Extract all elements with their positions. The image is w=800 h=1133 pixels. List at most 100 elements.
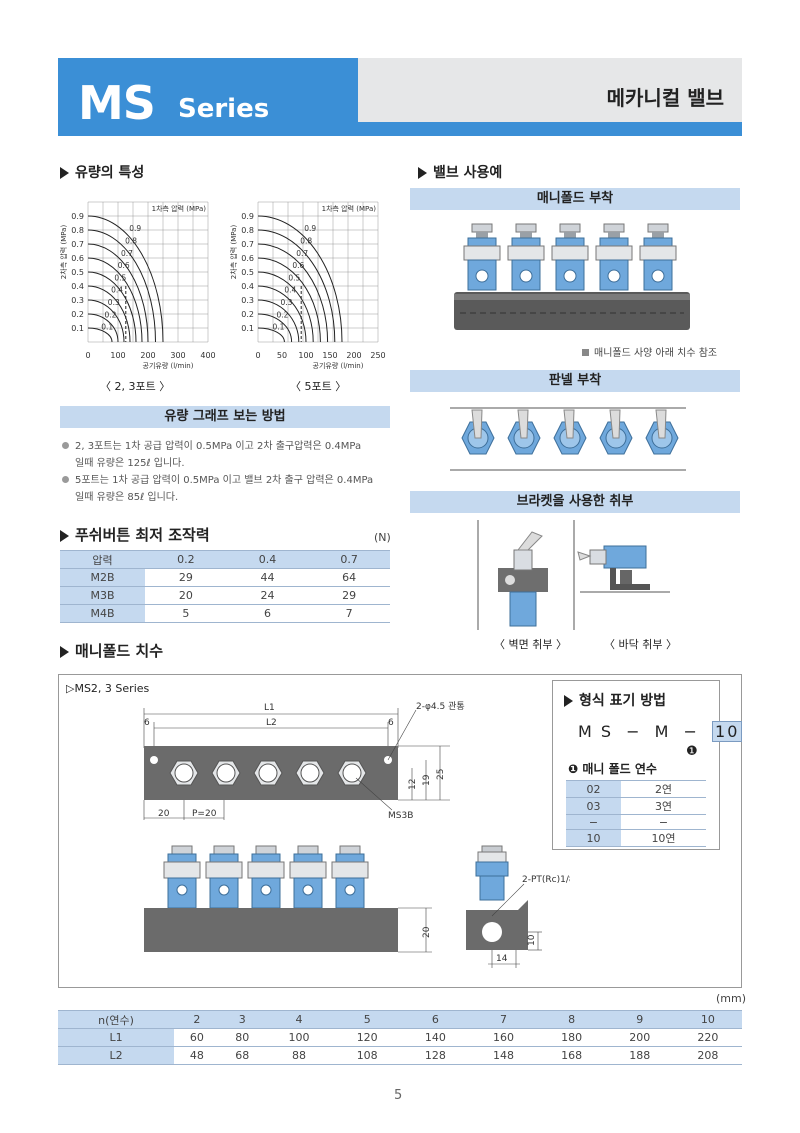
- series-label: 0.6: [118, 261, 130, 270]
- order-title: 형식 표기 방법: [564, 690, 666, 710]
- page-title: 메카니컬 밸브: [606, 86, 724, 110]
- flow-chart-1: 0.90.80.70.60.50.40.30.20.10.90.80.70.60…: [59, 201, 216, 370]
- end-view-drawing: 2-PT(Rc)1/8 10 14: [466, 845, 570, 968]
- dim-six-left: 6: [144, 718, 150, 728]
- series-curve: [87, 243, 149, 343]
- table-cell: 7: [308, 604, 390, 623]
- table-row: M3B 20 24 29: [60, 586, 390, 605]
- dims-section-title: 매니폴드 치수: [60, 640, 163, 661]
- side-valve-figure: [331, 845, 369, 909]
- y-tick-label: 0.8: [71, 226, 84, 235]
- table-cell: 10: [673, 1010, 742, 1029]
- table-cell: 80: [219, 1028, 265, 1047]
- valve-figure: [463, 223, 501, 291]
- dim-19: 19: [422, 774, 432, 786]
- series-curve: [87, 285, 131, 343]
- table-cell: 02: [566, 780, 621, 798]
- x-tick-label: 200: [346, 351, 361, 360]
- triangle-icon: [60, 167, 69, 179]
- dim-20b: 20: [422, 926, 432, 938]
- series-curve: [257, 313, 293, 343]
- table-cell: 2: [174, 1010, 220, 1029]
- y-tick-label: 0.6: [241, 254, 254, 263]
- force-title-text: 푸쉬버튼 최저 조작력: [75, 526, 210, 544]
- table-cell: 7: [469, 1010, 538, 1029]
- series-curve: [257, 285, 307, 343]
- table-cell: 24: [226, 586, 309, 605]
- table-cell: 5: [145, 604, 227, 623]
- dims-drawing: L1 L2 6 6 2-φ4.5 관통 12 19 25 20 P=20 MS3…: [143, 701, 465, 953]
- triangle-icon: [564, 695, 573, 707]
- series-label: 0.8: [300, 236, 312, 245]
- y-tick-label: 0.9: [241, 212, 254, 221]
- panel-band: 판넬 부착: [410, 370, 740, 392]
- series-label: 0.1: [273, 323, 285, 332]
- x-tick-label: 0: [85, 351, 90, 360]
- table-row: −−: [566, 814, 706, 830]
- series-label: 0.2: [105, 310, 117, 319]
- dim-pt: 2-PT(Rc)1/8: [522, 875, 570, 885]
- series-label: 0.3: [280, 298, 292, 307]
- table-cell: 9: [605, 1010, 674, 1029]
- series-curve: [87, 271, 137, 343]
- panel-valve-figure: [461, 409, 495, 455]
- table-cell: 8: [537, 1010, 606, 1029]
- dim-hole: 2-φ4.5 관통: [416, 701, 465, 712]
- y-tick-label: 0.7: [71, 240, 84, 249]
- bracket-illustration: [477, 520, 670, 630]
- table-row: M2B 29 44 64: [60, 568, 390, 587]
- dim-10: 10: [527, 934, 537, 946]
- panel-illustration: [450, 407, 686, 471]
- y-tick-label: 0.5: [71, 268, 84, 277]
- port-hole: [300, 763, 320, 783]
- series-label: 0.9: [304, 224, 316, 233]
- series-curve: [87, 313, 119, 343]
- dim-12: 12: [408, 779, 418, 790]
- table-cell: 120: [333, 1028, 402, 1047]
- series-curve: [257, 215, 343, 343]
- order-code-m: M: [654, 722, 671, 741]
- panel-valve-figure: [645, 409, 679, 455]
- table-cell: 188: [605, 1046, 674, 1065]
- series-label: 0.4: [284, 286, 296, 295]
- series-curve: [257, 229, 336, 343]
- series-label: 0.3: [108, 298, 120, 307]
- header-bottom-bar: [58, 122, 742, 136]
- series-label: 0.1: [101, 323, 113, 332]
- series-curve: [87, 229, 156, 343]
- order-code-dash: −: [683, 722, 699, 741]
- series-curve: [257, 243, 329, 343]
- y-tick-label: 0.3: [71, 296, 84, 305]
- table-cell: 3: [219, 1010, 265, 1029]
- series-label: 0.5: [288, 273, 300, 282]
- table-cell: 0.2: [145, 550, 227, 569]
- side-valve-figure: [163, 845, 201, 909]
- table-cell: 100: [264, 1028, 334, 1047]
- bracket-band: 브라켓을 사용한 취부: [410, 491, 740, 513]
- x-tick-label: 200: [140, 351, 155, 360]
- series-ms: MS: [78, 76, 156, 130]
- order-marker: ❶: [686, 744, 698, 759]
- note-text: 2, 3포트는 1차 공급 압력이 0.5MPa 이고 2차 출구압력은 0.4…: [75, 441, 362, 452]
- triangle-icon: [60, 529, 69, 542]
- table-cell: 108: [333, 1046, 402, 1065]
- y-tick-label: 0.8: [241, 226, 254, 235]
- series-label: 0.2: [276, 310, 288, 319]
- dim-six-right: 6: [388, 718, 394, 728]
- dim-20: 20: [158, 809, 170, 819]
- order-code-num: 10: [712, 721, 743, 742]
- howto-note-2: 5포트는 1차 공급 압력이 0.5MPa 이고 밸브 2차 출구 압력은 0.…: [62, 472, 402, 489]
- x-tick-label: 250: [370, 351, 385, 360]
- flow-title-text: 유량의 특성: [75, 165, 145, 181]
- x-tick-label: 0: [255, 351, 260, 360]
- table-cell: 200: [605, 1028, 674, 1047]
- y-tick-label: 0.4: [241, 282, 254, 291]
- x-tick-label: 150: [322, 351, 337, 360]
- table-cell: 03: [566, 797, 621, 815]
- order-code-ms: M S: [578, 722, 614, 741]
- y-tick-label: 0.4: [71, 282, 84, 291]
- order-box: [552, 680, 720, 850]
- table-cell: 4: [264, 1010, 334, 1029]
